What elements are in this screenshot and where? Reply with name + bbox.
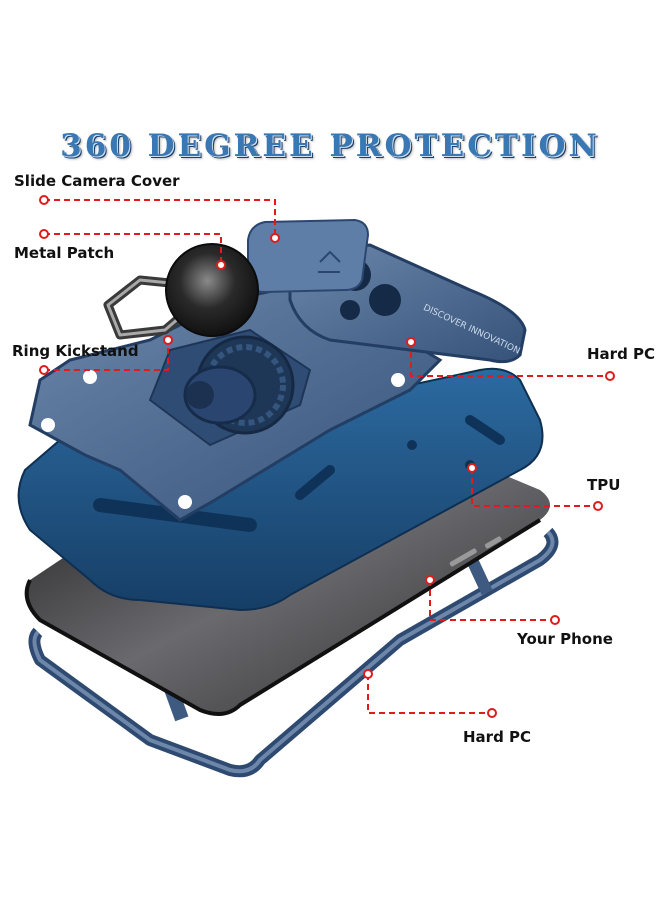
slide-camera-cover xyxy=(247,218,370,294)
label-your-phone: Your Phone xyxy=(517,630,613,648)
label-metal-patch: Metal Patch xyxy=(14,244,115,262)
label-hard-pc-top: Hard PC xyxy=(587,345,656,363)
hard-pc-top-plate xyxy=(28,283,443,522)
metal-patch xyxy=(165,243,259,337)
label-hard-pc-bottom: Hard PC xyxy=(463,728,532,746)
leader-hard-pc-top xyxy=(410,342,610,377)
page-title: 360 DEGREE PROTECTION xyxy=(60,128,600,164)
label-slide-camera-cover: Slide Camera Cover xyxy=(14,172,180,190)
leader-tpu xyxy=(471,468,598,507)
leader-lines xyxy=(44,199,610,714)
leader-slide-camera-cover xyxy=(44,199,276,238)
leader-your-phone xyxy=(429,580,555,621)
tpu-shell xyxy=(17,367,544,612)
leader-ring-kickstand xyxy=(44,340,169,371)
leader-endpoints xyxy=(39,195,615,718)
label-ring-kickstand: Ring Kickstand xyxy=(12,342,139,360)
leader-hard-pc-bottom xyxy=(367,674,492,714)
label-tpu: TPU xyxy=(587,476,621,494)
